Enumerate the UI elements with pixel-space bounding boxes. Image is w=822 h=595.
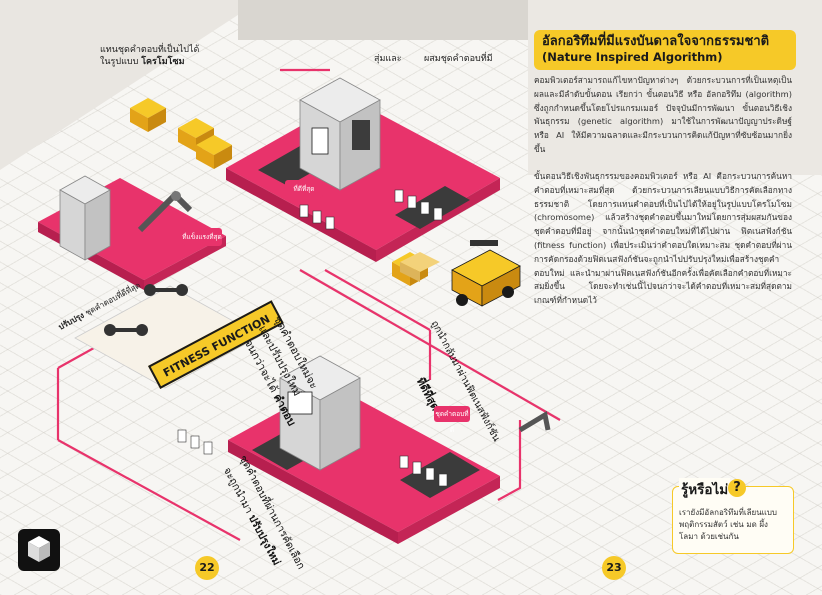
wall-mid <box>238 0 528 40</box>
random-label: สุ่มและ <box>374 54 402 64</box>
top-platform <box>226 77 500 262</box>
chromosome-caption: แทนชุดคำตอบที่เป็นไปได้ ในรูปแบบ โครโมโซ… <box>100 44 199 68</box>
section-title-box: อัลกอริทึมที่มีแรงบันดาลใจจากธรรมชาติ (N… <box>534 30 796 70</box>
question-mark-icon: ? <box>728 479 746 497</box>
gym-platform <box>74 284 261 389</box>
page-number-circle-left <box>195 556 219 580</box>
did-you-know-box: เรายังมีอัลกอริทึมที่เลียนแบบพฤติกรรมสัต… <box>672 486 794 554</box>
left-platform <box>38 175 226 290</box>
did-you-know-text: เรายังมีอัลกอริทึมที่เลียนแบบพฤติกรรมสัต… <box>679 508 777 541</box>
forklift <box>400 240 521 307</box>
page-number-left: 22 <box>199 561 215 574</box>
paragraph-intro: คอมพิวเตอร์สามารถแก้ไขหาปัญหาต่างๆ ด้วยก… <box>534 75 792 154</box>
sign-strong: ที่แข็งแรงที่สุด <box>182 228 222 246</box>
mix-label: ผสมชุดคำตอบที่มี <box>424 54 493 64</box>
chromosome-caption-bold: โครโมโซม <box>141 57 185 67</box>
paragraph-genetic-algorithm: ขั้นตอนวิธีเชิงพันธุกรรมของคอมพิวเตอร์ ห… <box>534 171 792 306</box>
section-title-thai: อัลกอริทึมที่มีแรงบันดาลใจจากธรรมชาติ <box>542 34 770 49</box>
sign-best: ที่ดีที่สุด <box>285 180 323 198</box>
wall-right <box>528 0 822 175</box>
page-number-circle-right <box>602 556 626 580</box>
publisher-logo <box>18 529 60 571</box>
chromosome-caption-line2: ในรูปแบบ <box>100 57 139 67</box>
robot-army <box>177 189 448 487</box>
section-title-english: (Nature Inspired Algorithm) <box>542 50 723 64</box>
bottom-platform <box>228 355 551 544</box>
sign-good-set: ชุดคำตอบที่ดี <box>434 406 470 434</box>
page-number-right: 23 <box>606 561 622 574</box>
chromosome-caption-line1: แทนชุดคำตอบที่เป็นไปได้ <box>100 45 200 55</box>
did-you-know-title: รู้หรือไม่ <box>679 478 731 500</box>
